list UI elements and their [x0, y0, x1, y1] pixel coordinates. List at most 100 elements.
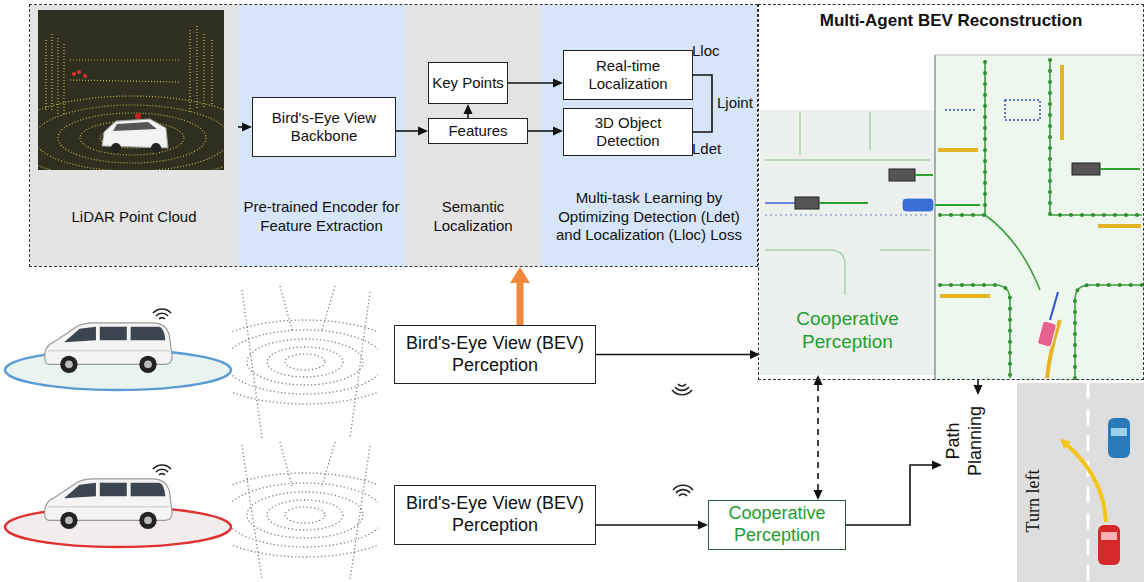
bev-map-part-part [1060, 65, 1064, 140]
lidar-scan-part-part [46, 26, 212, 116]
bev-map-part-part [1050, 60, 1142, 215]
bev-map-part [819, 202, 868, 204]
bev-map-part-part [940, 285, 1010, 378]
box-label: Features [446, 122, 509, 140]
vehicle-one-part-part [159, 318, 165, 319]
point-cloud-part [267, 347, 343, 377]
stage-column: Semantic Localization Key PointsFeatures [405, 5, 541, 266]
bev-map-part [940, 60, 1142, 378]
connector [977, 380, 979, 385]
box-label: Bird's-Eye View Backbone [253, 109, 395, 145]
wireless-symbol-part-part [673, 485, 693, 490]
column-backgrounds [30, 5, 757, 266]
box-label: Bird's-Eye View (BEV) Perception [395, 493, 595, 536]
connector [596, 524, 698, 526]
lidar-scan-part [151, 143, 161, 153]
bev-map-part-part [1098, 224, 1141, 228]
point-cloud-part [242, 286, 370, 438]
edge-label: Ljoint [717, 94, 753, 112]
lidar-scan-part [111, 143, 121, 153]
vehicle-one-part [45, 323, 172, 373]
bev-map-part [915, 174, 933, 176]
point-cloud-part [232, 483, 378, 547]
node-label: Semantic Localization [409, 171, 537, 263]
connector [596, 354, 750, 356]
vehicle-two [5, 465, 231, 547]
lidar-scan-part-part [58, 113, 206, 163]
point-cloud-part [232, 330, 378, 394]
bev-map-part [765, 202, 795, 204]
wireless-symbol-part-part [672, 390, 692, 395]
bev-map-part-part [940, 285, 1010, 378]
process-box: Features [428, 118, 528, 144]
connector [396, 130, 418, 132]
vehicle-one [5, 309, 231, 390]
bev-map-part [765, 214, 930, 216]
lidar-scan-part [83, 74, 87, 78]
lidar-scan-part [72, 72, 76, 76]
vehicle-two-part [45, 479, 172, 529]
bev-map-part [889, 169, 915, 181]
bev-map-part-part [940, 294, 990, 298]
node-label: LiDAR Point Cloud [34, 171, 234, 263]
point-cloud-part [267, 500, 343, 530]
perception-box: Bird's-Eye View (BEV) Perception [394, 325, 596, 384]
dashed-panel: LiDAR Point CloudPre-trained Encoder for… [29, 4, 758, 267]
column-backgrounds-part [405, 5, 541, 266]
bev-map-part [760, 110, 935, 375]
cooperative-region: Cooperative Perception [760, 110, 935, 375]
process-box: Real-time Localization [563, 50, 693, 100]
process-box: Key Points [428, 62, 508, 104]
planning-label-box: Path Planning [942, 395, 988, 487]
turn-left-scene-part [1087, 383, 1090, 582]
turn-left-scene-part [1101, 532, 1117, 540]
bev-map-part-part [1050, 60, 1142, 215]
node-label: Pre-trained Encoder for Feature Extracti… [242, 171, 401, 263]
bev-map-part-part [940, 60, 985, 215]
stage-column: LiDAR Point Cloud [30, 5, 238, 266]
turn-left-scene [1017, 383, 1144, 582]
bev-map-part [945, 109, 975, 111]
bev-map-part [935, 55, 936, 380]
node-label: Path Planning [942, 395, 988, 487]
lidar-scan-part [38, 10, 224, 170]
bev-map-part-part [938, 148, 978, 152]
point-cloud-part [285, 507, 325, 523]
turn-left-scene-part [1108, 418, 1130, 458]
wireless-symbol-part-part [678, 384, 686, 386]
vehicle-two-part [153, 465, 171, 475]
bev-map-part [1037, 321, 1057, 348]
wireless-symbol-part [673, 485, 693, 496]
bev-map-part [795, 197, 819, 209]
turn-left-scene-part [1111, 428, 1127, 436]
bev-map-part [1005, 100, 1040, 120]
wireless-symbol-part [672, 384, 692, 395]
loss-label: Ldet [692, 140, 721, 158]
box-label: Bird's-Eye View (BEV) Perception [395, 333, 595, 376]
bev-map-part-part [1075, 285, 1142, 378]
connector [846, 465, 932, 525]
reconstruction-panel: Multi-Agent BEV ReconstructionCooperativ… [758, 4, 1144, 380]
wireless-symbol-part-part [676, 490, 690, 493]
bev-map [760, 55, 1143, 380]
feature-flow-arrow [517, 283, 524, 325]
point-cloud-part [242, 442, 370, 580]
point-cloud-part [285, 354, 325, 370]
wireless-symbol [672, 384, 693, 496]
lidar-scan-part [38, 26, 224, 170]
lidar-scan-part [113, 122, 157, 131]
bev-map-part [902, 198, 934, 212]
bev-map-part-part [1075, 285, 1142, 378]
wireless-symbol-part-part [679, 494, 687, 496]
vehicle-two-part-part [156, 469, 168, 472]
box-label: Key Points [430, 74, 506, 92]
bev-map-part [938, 65, 1141, 378]
vehicle-two-part-part [159, 474, 165, 475]
node-label: Cooperative Perception [764, 308, 931, 354]
turn-left-scene-part [1098, 525, 1120, 565]
column-backgrounds-part [30, 5, 238, 266]
turn-left-scene-part [1017, 383, 1144, 582]
bev-map-part [934, 204, 980, 206]
node-label: Turn left [1021, 446, 1045, 556]
vehicle-one-part-part [156, 313, 168, 316]
